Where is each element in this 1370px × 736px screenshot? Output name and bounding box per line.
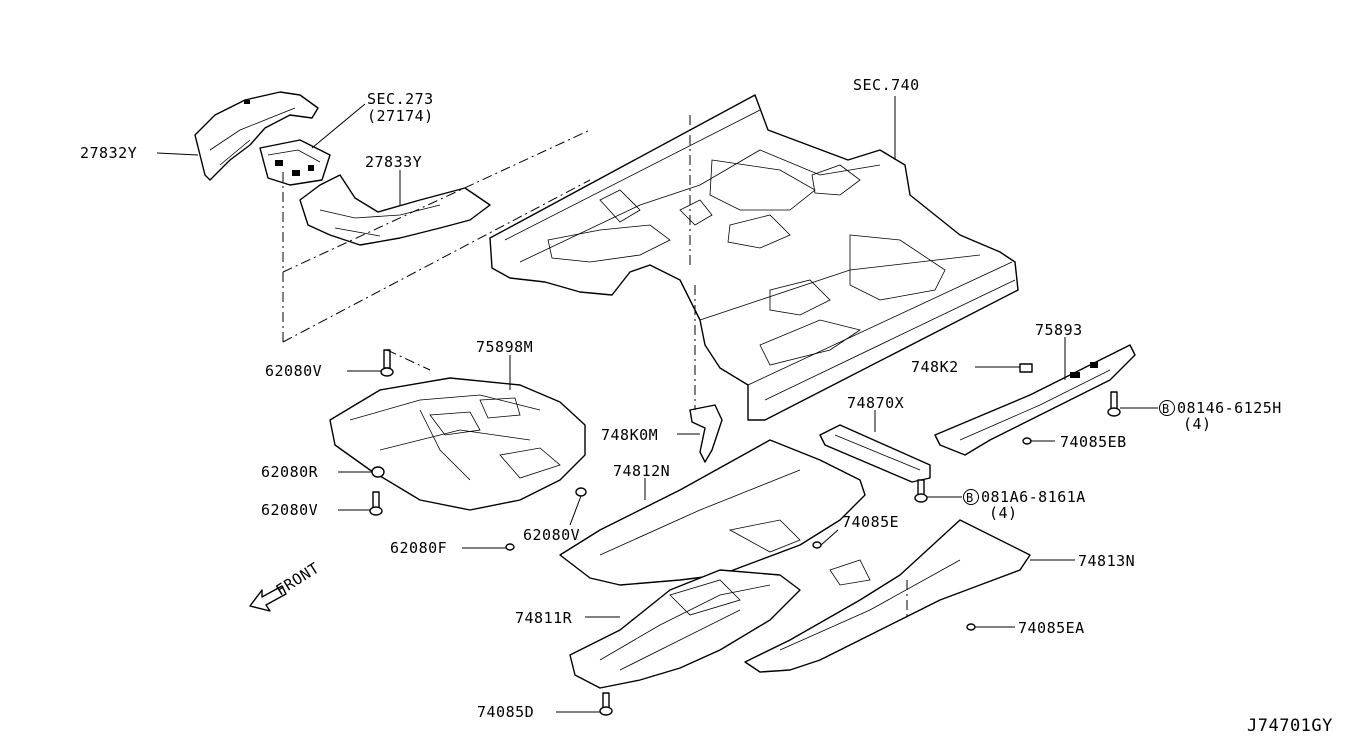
fastener-081A6-8161A[interactable] — [914, 479, 928, 503]
bolt-symbol-2: B — [963, 489, 979, 505]
label-748K0M: 748K0M — [601, 426, 658, 444]
fastener-748K2[interactable] — [1019, 363, 1033, 373]
front-direction-arrow — [249, 585, 287, 612]
part-74870X[interactable] — [819, 424, 931, 483]
front-label: FRONT — [273, 559, 323, 600]
part-74812N[interactable] — [559, 439, 866, 586]
label-62080V-right: 62080V — [523, 526, 580, 544]
label-74811R: 74811R — [515, 609, 573, 627]
fastener-62080R[interactable] — [371, 466, 385, 478]
leader-lines — [156, 96, 1158, 713]
part-74811R[interactable] — [569, 569, 801, 689]
alignment-lines — [282, 115, 908, 620]
part-75898M[interactable] — [329, 377, 586, 511]
part-74813N[interactable] — [744, 519, 1031, 673]
fastener-74085D[interactable] — [599, 692, 613, 716]
fastener-74085EB[interactable] — [1022, 437, 1032, 445]
label-081A6-8161A: 081A6-8161A — [981, 488, 1086, 506]
label-75898M: 75898M — [476, 338, 533, 356]
label-sec273: SEC.273 — [367, 90, 434, 108]
part-27833Y[interactable] — [299, 174, 491, 246]
label-qty-1: (4) — [1183, 415, 1212, 433]
fastener-74085EA[interactable] — [966, 623, 976, 631]
diagram-code: J74701GY — [1247, 716, 1333, 736]
label-74085D: 74085D — [477, 703, 534, 721]
label-62080V-top: 62080V — [265, 362, 322, 380]
fastener-74085E[interactable] — [812, 541, 822, 549]
label-08146-6125H: 08146-6125H — [1177, 399, 1282, 417]
label-74085E: 74085E — [842, 513, 899, 531]
label-74085EA: 74085EA — [1018, 619, 1085, 637]
fastener-62080F[interactable] — [505, 543, 515, 551]
fastener-08146-6125H[interactable] — [1107, 391, 1121, 417]
label-74870X: 74870X — [847, 394, 904, 412]
label-27832Y: 27832Y — [80, 144, 137, 162]
bolt-symbol-1-letter: B — [1162, 402, 1170, 416]
label-74085EB: 74085EB — [1060, 433, 1127, 451]
label-qty-2: (4) — [989, 504, 1018, 522]
label-74813N: 74813N — [1078, 552, 1135, 570]
label-sec273-sub: (27174) — [367, 107, 434, 125]
label-748K2: 748K2 — [911, 358, 959, 376]
callout-labels: 27832Y SEC.273 (27174) 27833Y SEC.740 62… — [80, 76, 1333, 736]
bolt-symbol-2-letter: B — [966, 491, 974, 505]
fastener-62080V-mid[interactable] — [369, 491, 383, 516]
label-62080F: 62080F — [390, 539, 447, 557]
label-sec740: SEC.740 — [853, 76, 920, 94]
label-62080R: 62080R — [261, 463, 319, 481]
floor-panel-sec740[interactable] — [489, 94, 1019, 421]
label-75893: 75893 — [1035, 321, 1083, 339]
part-75893[interactable] — [934, 344, 1136, 456]
fastener-62080V-top[interactable] — [380, 349, 394, 377]
part-27832Y[interactable] — [194, 91, 319, 181]
label-27833Y: 27833Y — [365, 153, 422, 171]
part-sec273-bracket[interactable] — [259, 139, 331, 186]
label-74812N: 74812N — [613, 462, 670, 480]
bolt-symbol-1: B — [1159, 400, 1175, 416]
label-62080V-mid: 62080V — [261, 501, 318, 519]
part-748K0M[interactable] — [689, 404, 723, 463]
fastener-62080V-right[interactable] — [575, 487, 587, 497]
